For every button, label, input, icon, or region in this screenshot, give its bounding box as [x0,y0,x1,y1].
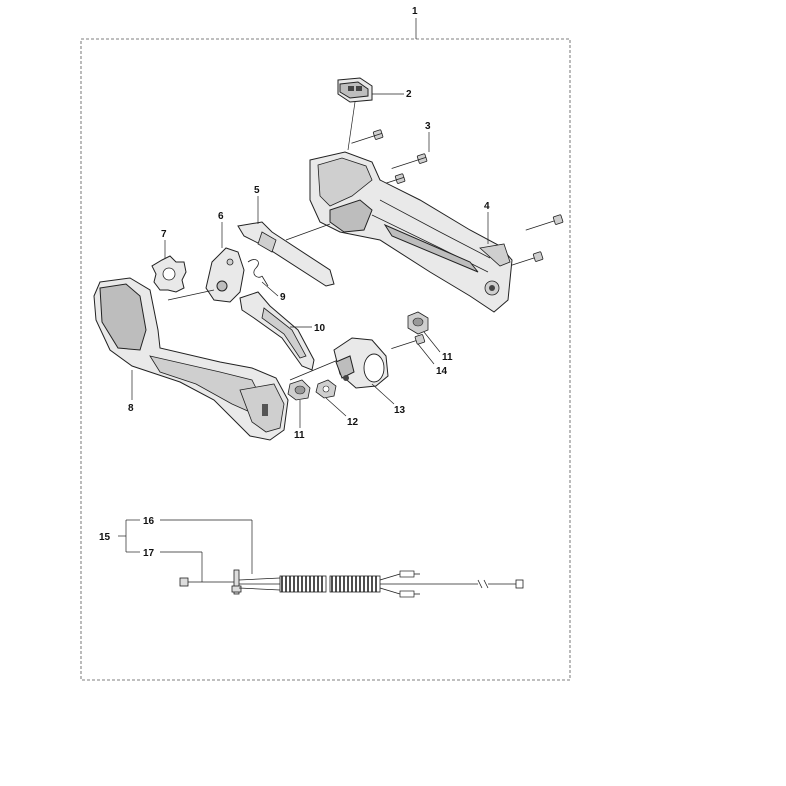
part-6-bracket [205,247,245,303]
callout-7: 7 [161,229,167,240]
callout-2: 2 [406,89,412,100]
part-13-clamp [333,337,389,389]
callout-8: 8 [128,403,134,414]
callout-6: 6 [218,211,224,222]
callout-17: 17 [143,548,155,559]
callout-12: 12 [347,417,359,428]
callout-16: 16 [143,516,155,527]
part-9-spring [247,259,269,287]
callout-11-lower: 11 [294,430,305,441]
callout-1: 1 [412,6,418,17]
part-11-bushing-upper [407,311,429,335]
part-3-screws [351,129,428,188]
part-10-trigger [239,291,315,371]
callout-15: 15 [99,532,111,543]
callout-13: 13 [394,405,406,416]
callout-11-upper: 11 [442,352,453,363]
part-5-lever [237,221,335,287]
part-12-nut [315,379,337,399]
part-7-star-ring [151,255,187,293]
part-14-screw [391,334,426,350]
part-11-bushing-lower [287,379,311,401]
callout-10: 10 [314,323,326,334]
cable-harness [179,569,524,598]
part-2-switch [337,77,373,103]
callout-14: 14 [436,366,448,377]
part-4-screws [511,214,564,266]
callout-5: 5 [254,185,260,196]
callout-9: 9 [280,292,286,303]
part-4-handle-housing [309,151,513,313]
part-8-handle-grip [93,277,289,441]
callout-4: 4 [484,201,490,212]
callout-3: 3 [425,121,431,132]
